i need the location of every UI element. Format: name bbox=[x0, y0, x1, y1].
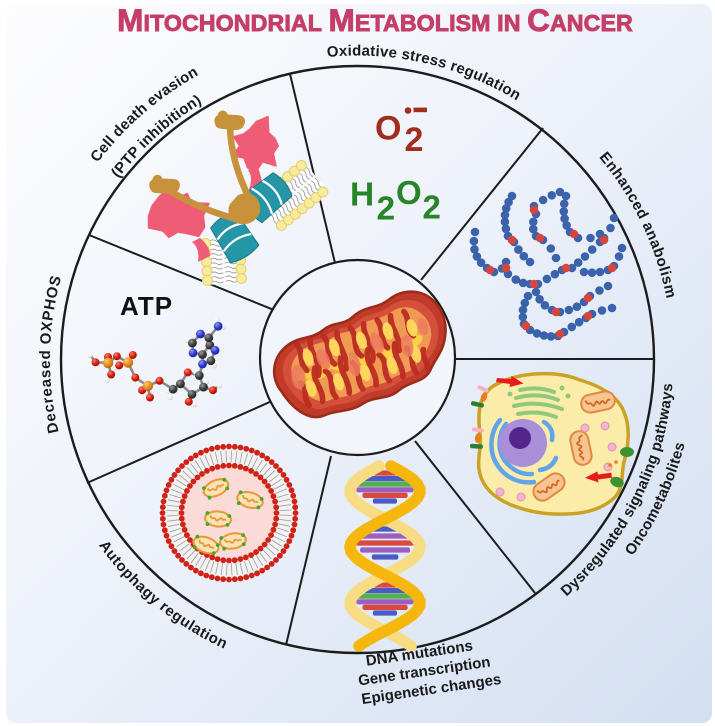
svg-text:2: 2 bbox=[377, 191, 396, 228]
svg-text:ATP: ATP bbox=[120, 291, 173, 321]
svg-text:O: O bbox=[375, 110, 401, 148]
svg-text:MITOCHONDRIAL METABOLISM IN CA: MITOCHONDRIAL METABOLISM IN CANCER bbox=[117, 2, 633, 38]
svg-text:2: 2 bbox=[423, 189, 441, 226]
svg-text:2: 2 bbox=[405, 121, 424, 159]
svg-text:O: O bbox=[396, 174, 422, 211]
svg-text:H: H bbox=[350, 177, 374, 214]
